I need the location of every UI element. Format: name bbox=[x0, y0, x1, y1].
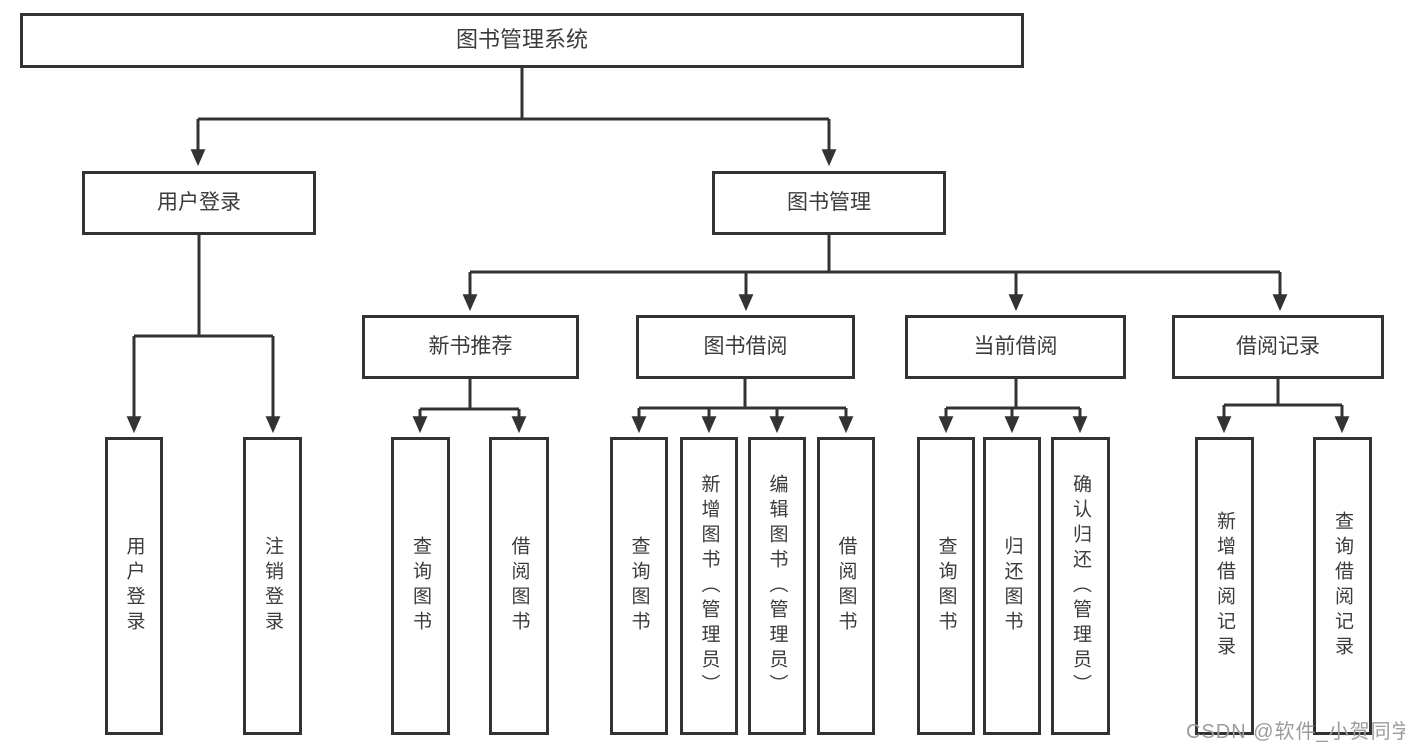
csdn-watermark: CSDN @软件_小贺同学 bbox=[1186, 721, 1405, 743]
node-new-book-recommend: 新书推荐 bbox=[362, 315, 579, 379]
node-current-borrow: 当前借阅 bbox=[905, 315, 1126, 379]
leaf-add-books-admin: 新增图书（管理员） bbox=[680, 437, 738, 735]
node-book-borrow: 图书借阅 bbox=[636, 315, 855, 379]
leaf-borrow-query-books: 查询图书 bbox=[610, 437, 668, 735]
leaf-borrow-borrow-books: 借阅图书 bbox=[817, 437, 875, 735]
node-book-management: 图书管理 bbox=[712, 171, 946, 235]
node-borrow-records: 借阅记录 bbox=[1172, 315, 1384, 379]
leaf-current-query-books: 查询图书 bbox=[917, 437, 975, 735]
leaf-recommend-borrow-books: 借阅图书 bbox=[489, 437, 549, 735]
leaf-edit-books-admin: 编辑图书（管理员） bbox=[748, 437, 806, 735]
node-library-management-system: 图书管理系统 bbox=[20, 13, 1024, 68]
leaf-return-books: 归还图书 bbox=[983, 437, 1041, 735]
leaf-query-borrow-record: 查询借阅记录 bbox=[1313, 437, 1372, 735]
leaf-add-borrow-record: 新增借阅记录 bbox=[1195, 437, 1254, 735]
leaf-user-login: 用户登录 bbox=[105, 437, 163, 735]
leaf-confirm-return-admin: 确认归还（管理员） bbox=[1051, 437, 1110, 735]
leaf-logout: 注销登录 bbox=[243, 437, 302, 735]
node-user-login: 用户登录 bbox=[82, 171, 316, 235]
leaf-recommend-query-books: 查询图书 bbox=[391, 437, 450, 735]
